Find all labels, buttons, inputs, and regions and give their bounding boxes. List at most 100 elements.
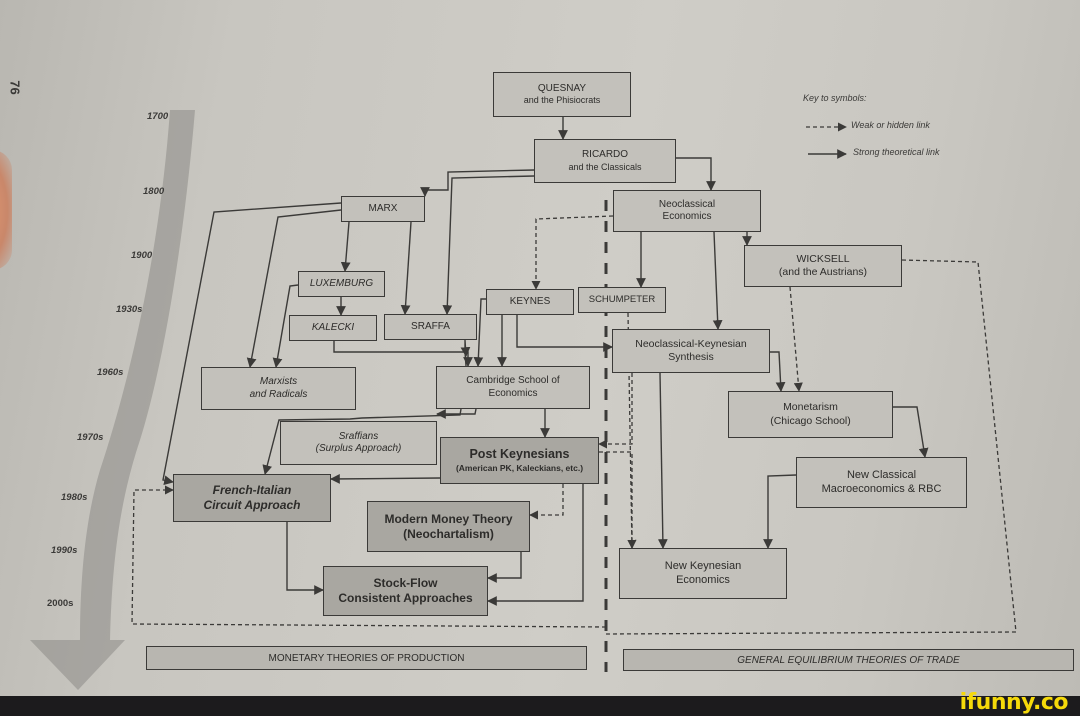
band-monetary-theories: MONETARY THEORIES OF PRODUCTION [146, 646, 587, 670]
node-sraffa: SRAFFA [384, 314, 477, 340]
link-cambridge-french-italian [262, 408, 462, 475]
timeline-arrow [30, 110, 195, 690]
node-new-classical: New Classical Macroeconomics & RBC [796, 457, 967, 508]
node-modern-money-theory: Modern Money Theory (Neochartalism) [367, 501, 530, 552]
link-keynes-cambridge-left [473, 298, 486, 367]
node-title: LUXEMBURG [309, 277, 374, 289]
link-post-keynesians-mmt [529, 484, 564, 520]
link-neoclassical-keynes [531, 215, 614, 290]
watermark-logo: ifunny.co [959, 690, 1069, 715]
link-wicksell-outer-loop [605, 259, 1017, 635]
year-label: 1700 [147, 111, 169, 122]
node-title: QUESNAY [537, 82, 587, 94]
node-subtitle: Macroeconomics & RBC [821, 482, 942, 495]
node-title: KALECKI [311, 321, 355, 333]
node-quesnay: QUESNAY and the Phisiocrats [493, 72, 631, 117]
node-title: Neoclassical [658, 198, 716, 210]
node-title: SCHUMPETER [588, 294, 656, 306]
year-label: 1800 [143, 186, 165, 197]
node-title: SRAFFA [411, 320, 450, 332]
year-label: 1930s [116, 304, 143, 315]
node-marx: MARX [341, 196, 425, 222]
key-strong-label: Strong theoretical link [853, 147, 940, 157]
book-page: 76 1700 1800 1900 1930s 1960s 1970s 1980… [0, 0, 1080, 696]
node-neoclassical-keynesian-synthesis: Neoclassical-Keynesian Synthesis [612, 329, 770, 373]
node-subtitle: Consistent Approaches [338, 591, 473, 605]
link-ricardo-marx [420, 169, 535, 197]
node-title: New Keynesian [664, 559, 742, 572]
link-synthesis-monetarism [770, 351, 786, 392]
link-mmt-stock-flow [487, 552, 522, 583]
node-title: Sraffians [338, 430, 379, 442]
link-wicksell-monetarism [789, 286, 803, 392]
node-title: Neoclassical-Keynesian [635, 337, 747, 350]
node-subtitle: (Neochartalism) [403, 526, 494, 541]
node-luxemburg: LUXEMBURG [298, 271, 385, 297]
node-title: Marxists [259, 376, 298, 387]
node-subtitle: (American PK, Kaleckians, etc.) [455, 463, 584, 473]
link-post-keynesians-french-italian [330, 474, 441, 484]
link-post-keynesians-new-keynesian-dash [599, 451, 637, 549]
link-sraffa-cambridge [465, 339, 466, 366]
key-title: Key to symbols: [803, 93, 867, 103]
node-subtitle: Economics [662, 211, 712, 222]
node-keynes: KEYNES [486, 289, 574, 315]
year-label: 1960s [97, 367, 124, 378]
link-neoclassical-synthesis [712, 231, 723, 330]
link-luxemburg-marxists [272, 284, 299, 368]
diagram-canvas [30, 110, 1017, 690]
year-label: 1900 [131, 250, 153, 261]
node-title: New Classical [846, 468, 917, 481]
node-title: RICARDO [581, 149, 629, 161]
link-marx-sraffa [400, 221, 412, 315]
node-neoclassical: Neoclassical Economics [613, 190, 761, 232]
node-title: MARX [368, 202, 398, 214]
node-ricardo: RICARDO and the Classicals [534, 139, 676, 183]
node-kalecki: KALECKI [289, 315, 377, 341]
node-schumpeter: SCHUMPETER [578, 287, 666, 313]
link-french-italian-stock-flow [286, 522, 324, 595]
link-new-classical-new-keynesian [763, 474, 797, 549]
node-subtitle: Economics [488, 387, 538, 399]
link-outer-loop-french-italian [131, 485, 607, 628]
link-marx-marxists-1 [246, 209, 342, 368]
node-subtitle: (Chicago School) [770, 414, 851, 427]
node-subtitle: and Radicals [249, 388, 308, 400]
link-kalecki-cambridge [333, 341, 473, 367]
node-subtitle: Synthesis [668, 351, 714, 363]
node-title: Cambridge School of [466, 375, 560, 386]
finger [0, 150, 12, 270]
node-title: French-Italian [212, 483, 292, 497]
link-marx-french-italian [162, 202, 342, 486]
node-title: Monetarism [783, 401, 838, 414]
link-monetarism-new-classical [893, 406, 929, 458]
year-label: 1980s [61, 492, 88, 503]
node-title: KEYNES [509, 295, 551, 307]
link-keynes-synthesis [516, 315, 613, 352]
year-label: 1970s [77, 432, 104, 443]
link-post-keynesians-stock-flow [487, 484, 584, 606]
node-new-keynesian: New Keynesian Economics [619, 548, 787, 599]
node-subtitle: (and the Austrians) [778, 266, 868, 278]
link-synthesis-post-keynesians [598, 373, 633, 449]
node-title: WICKSELL [796, 252, 850, 265]
footer-bar [0, 696, 1080, 716]
node-post-keynesians: Post Keynesians (American PK, Kaleckians… [440, 437, 599, 484]
link-marx-luxemburg [340, 221, 351, 272]
link-synthesis-new-keynesian [657, 372, 668, 549]
node-stock-flow-consistent: Stock-Flow Consistent Approaches [323, 566, 488, 616]
node-subtitle: Economics [676, 573, 730, 586]
link-ricardo-sraffa [442, 175, 535, 315]
node-monetarism: Monetarism (Chicago School) [728, 391, 893, 438]
link-ricardo-neoclassical [676, 157, 716, 191]
node-french-italian-circuit: French-Italian Circuit Approach [173, 474, 331, 522]
node-marxists-radicals: Marxists and Radicals [201, 367, 356, 410]
node-cambridge-school: Cambridge School of Economics [436, 366, 590, 409]
node-title: Post Keynesians [469, 447, 570, 462]
node-subtitle: and the Classicals [568, 161, 642, 172]
year-label: 1990s [51, 545, 78, 556]
key-weak-label: Weak or hidden link [851, 120, 930, 130]
node-title: Stock-Flow [373, 576, 438, 590]
node-subtitle: and the Phisiocrats [523, 95, 601, 106]
node-subtitle: (Surplus Approach) [315, 443, 402, 454]
